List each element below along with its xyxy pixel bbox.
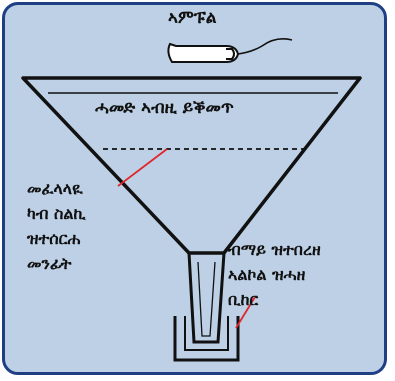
funnel-icon — [21, 76, 362, 344]
beaker-label-line: ኣልኮል ዝሓዘ — [228, 265, 306, 284]
sieve-label-line: መፈላላዪ — [27, 179, 83, 198]
ampoule-icon — [167, 38, 293, 63]
beaker-pointer-line — [235, 296, 256, 329]
sieve-label-line: ዝተሰርሐ — [27, 229, 81, 248]
beaker-label-line: ብማይ ዝተበረዘ — [228, 240, 321, 259]
sieve-label: መፈላላዪ ካብ ስልኪ ዝተሰርሐ መንፊት — [27, 176, 86, 276]
beaker-icon — [173, 316, 240, 362]
sieve-label-line: መንፊት — [27, 254, 72, 273]
sieve-label-line: ካብ ስልኪ — [27, 204, 86, 223]
funnel-soil-label: ሓመድ ኣብዚ ይቕመጥ — [95, 98, 234, 118]
ampoule-label: ኣምፑል — [168, 8, 217, 28]
sieve-pointer-line — [117, 148, 168, 187]
beaker-label-line: ቢከር — [228, 290, 259, 309]
beaker-label: ብማይ ዝተበረዘ ኣልኮል ዝሓዘ ቢከር — [228, 237, 321, 312]
diagram-frame — [2, 2, 387, 375]
